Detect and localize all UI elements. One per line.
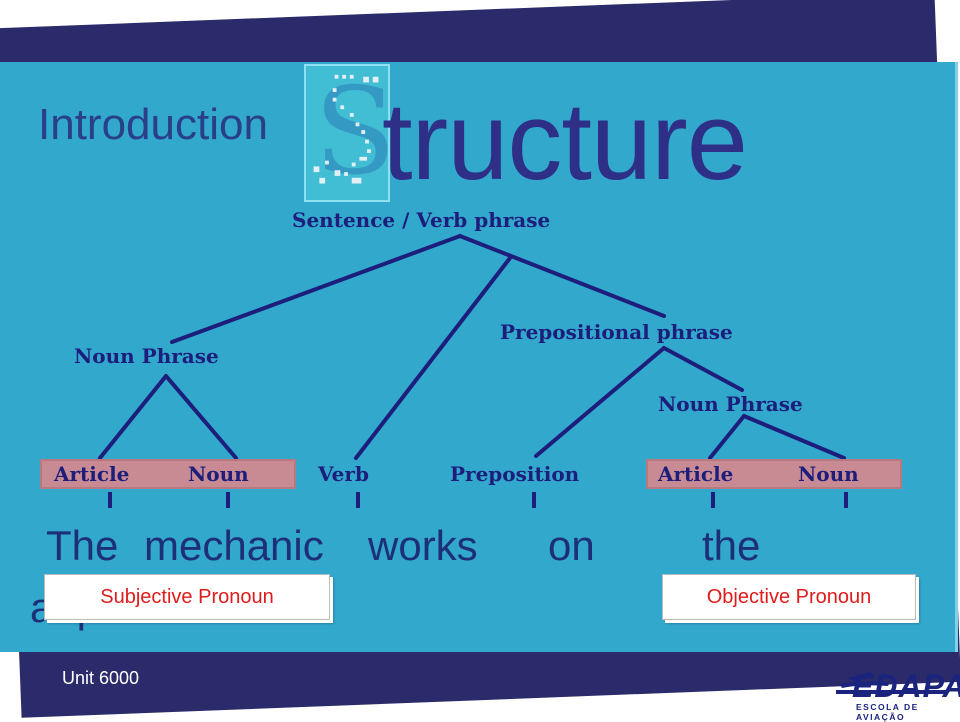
node-article-right: Article [658,462,734,486]
logo-tagline: ESCOLA DE AVIAÇÃO [856,702,919,722]
highlight-right [646,459,902,489]
node-noun-right: Noun [798,462,859,486]
sentence-word: mechanic [144,522,324,569]
airplane-icon [836,672,950,694]
section-title: Introduction [38,100,268,149]
node-article-left: Article [54,462,130,486]
sentence-word: on [548,522,595,569]
node-prepositional-phrase: Prepositional phrase [500,320,733,344]
node-noun-phrase-left: Noun Phrase [74,344,219,368]
sentence-word: the [702,522,761,569]
logo-brand: EDAPA [852,668,960,704]
subjective-pronoun-label: Subjective Pronoun [44,574,330,620]
highlight-left [40,459,296,489]
sentence-word: The [46,522,119,569]
dotted-pattern-icon [313,74,379,184]
sentence-word: works [368,522,478,569]
node-preposition: Preposition [450,462,580,486]
edapa-logo: EDAPA ESCOLA DE AVIAÇÃO [830,660,960,722]
node-verb: Verb [318,462,369,486]
unit-label: Unit 6000 [62,668,140,688]
title-initial-graphic: S [304,64,396,202]
title-initial-letter: S [314,63,397,202]
slide-title: tructure [382,80,748,203]
objective-pronoun-label: Objective Pronoun [662,574,916,620]
slide-canvas [0,62,958,652]
node-noun-left: Noun [188,462,249,486]
node-noun-phrase-right: Noun Phrase [658,392,803,416]
node-root: Sentence / Verb phrase [292,208,551,232]
